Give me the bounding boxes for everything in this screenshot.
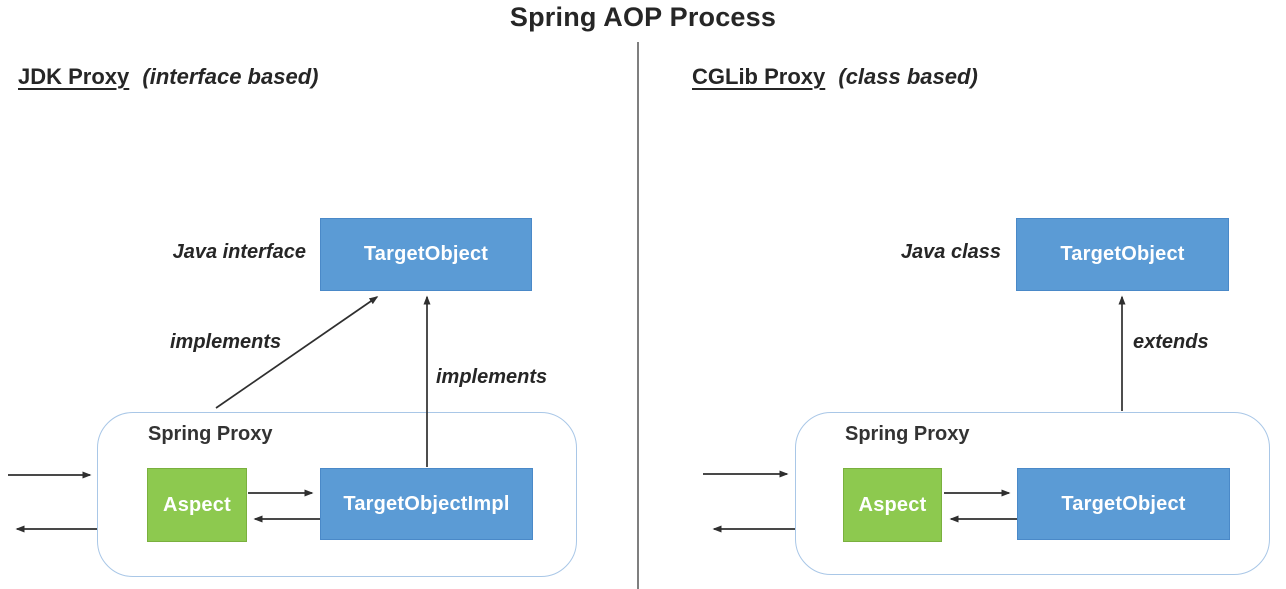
cglib-proxy-heading: CGLib Proxy (class based): [692, 64, 978, 90]
java-class-label: Java class: [900, 241, 1001, 263]
left-target-object-impl-box: TargetObjectImpl: [320, 468, 533, 540]
cglib-proxy-heading-note: (class based): [838, 64, 978, 89]
left-spring-proxy-label: Spring Proxy: [148, 423, 273, 445]
jdk-proxy-heading: JDK Proxy (interface based): [18, 64, 318, 90]
implements-label-vertical: implements: [436, 366, 548, 388]
jdk-proxy-heading-note: (interface based): [142, 64, 319, 89]
extends-label: extends: [1133, 331, 1209, 353]
implements-label-diagonal: implements: [170, 331, 282, 353]
left-target-object-box: TargetObject: [320, 218, 532, 291]
page-title: Spring AOP Process: [509, 2, 777, 32]
jdk-proxy-heading-title: JDK Proxy: [18, 64, 130, 89]
java-interface-label: Java interface: [172, 241, 306, 263]
right-spring-proxy-label: Spring Proxy: [845, 423, 970, 445]
cglib-proxy-heading-title: CGLib Proxy: [692, 64, 826, 89]
panel-divider-line: [637, 42, 639, 589]
right-aspect-box: Aspect: [843, 468, 942, 542]
right-target-object-box: TargetObject: [1016, 218, 1229, 291]
right-target-object-inner-box: TargetObject: [1017, 468, 1230, 540]
left-aspect-box: Aspect: [147, 468, 247, 542]
